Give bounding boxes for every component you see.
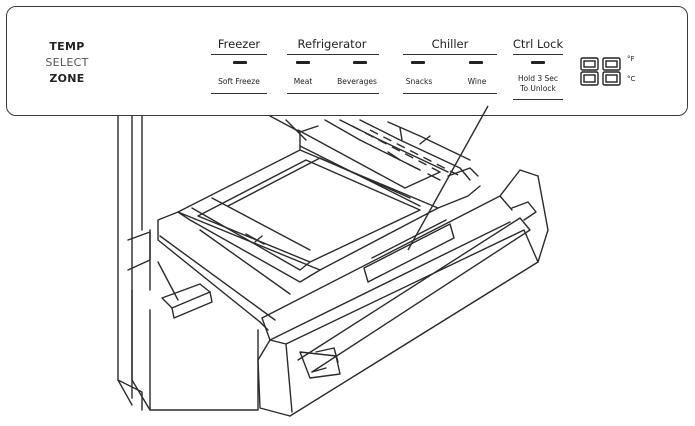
refrigerator-rule	[287, 54, 379, 55]
ctrl-lock-label: Ctrl Lock	[512, 37, 564, 51]
ctrl-lock-indicator	[531, 61, 545, 64]
snacks-indicator	[411, 61, 425, 64]
soft-freeze-button[interactable]: Soft Freeze	[218, 77, 260, 86]
ctrl-lock-rule	[513, 54, 563, 55]
meat-button[interactable]: Meat	[293, 77, 313, 86]
lock-note-line1: Hold 3 Sec	[517, 74, 559, 83]
celsius-unit: °C	[627, 75, 636, 83]
zone-title-line2: SELECT	[45, 56, 89, 69]
chiller-bottom-rule	[403, 93, 497, 94]
meat-indicator	[296, 61, 310, 64]
fahrenheit-unit: °F	[627, 55, 635, 63]
zone-title-line1: TEMP	[49, 40, 85, 53]
wine-indicator	[469, 61, 483, 64]
chiller-rule	[403, 54, 497, 55]
refrigerator-bottom-rule	[287, 93, 379, 94]
temperature-display	[580, 57, 621, 86]
beverages-button[interactable]: Beverages	[337, 77, 377, 86]
freezer-rule	[211, 54, 267, 55]
freezer-label: Freezer	[217, 37, 261, 51]
snacks-button[interactable]: Snacks	[405, 77, 433, 86]
zone-title-line3: ZONE	[49, 72, 85, 85]
chiller-label: Chiller	[431, 37, 469, 51]
temp-select-zone-title: TEMP SELECT ZONE	[37, 39, 97, 87]
refrigerator-label: Refrigerator	[297, 37, 367, 51]
beverages-indicator	[353, 61, 367, 64]
temp-select-control-panel: TEMP SELECT ZONE Freezer Soft Freeze Ref…	[6, 6, 688, 116]
soft-freeze-indicator	[233, 61, 247, 64]
ctrl-lock-button[interactable]: Hold 3 Sec To Unlock	[510, 74, 566, 94]
wine-button[interactable]: Wine	[467, 77, 487, 86]
lock-note-line2: To Unlock	[520, 84, 556, 93]
freezer-bottom-rule	[211, 93, 267, 94]
ctrl-lock-bottom-rule	[513, 99, 563, 100]
